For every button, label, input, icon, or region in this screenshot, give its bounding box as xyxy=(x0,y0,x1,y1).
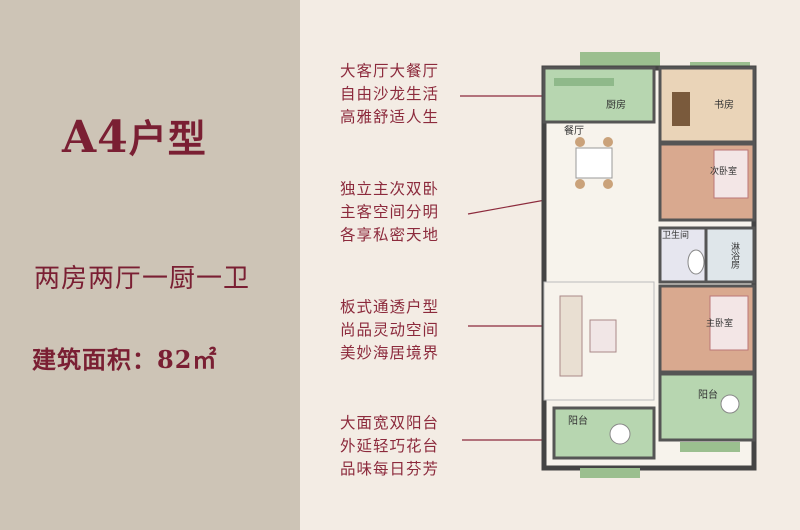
bed-icon xyxy=(713,149,749,199)
feature-line: 各享私密天地 xyxy=(340,226,440,244)
shower-room xyxy=(704,226,756,284)
room-label-bathroom: 卫生间 xyxy=(662,229,689,241)
feature-line: 主客空间分明 xyxy=(340,203,440,221)
room-label-balcony-right: 阳台 xyxy=(698,388,718,401)
feature-line: 板式通透户型 xyxy=(340,298,440,316)
toilet-icon xyxy=(687,249,705,275)
planter-bottom-left xyxy=(580,468,640,478)
dining-table-icon xyxy=(575,147,613,179)
chair-icon xyxy=(575,137,585,147)
feature-line: 外延轻巧花台 xyxy=(340,437,440,455)
chair-icon xyxy=(603,179,613,189)
feature-layout: 板式通透户型 尚品灵动空间 美妙海居境界 xyxy=(340,296,439,365)
feature-line: 美妙海居境界 xyxy=(340,344,440,362)
feature-line: 高雅舒适人生 xyxy=(340,108,440,126)
room-label-dining: 餐厅 xyxy=(564,124,584,137)
chair-icon xyxy=(575,179,585,189)
study-desk-icon xyxy=(672,92,690,126)
feature-line: 大面宽双阳台 xyxy=(340,414,440,432)
feature-line: 尚品灵动空间 xyxy=(340,321,440,339)
feature-line: 独立主次双卧 xyxy=(340,180,440,198)
feature-bedrooms: 独立主次双卧 主客空间分明 各享私密天地 xyxy=(340,178,439,247)
bed-icon xyxy=(709,295,749,351)
layout-description: 两房两厅一厨一卫 xyxy=(34,264,251,294)
round-table-icon xyxy=(609,423,631,445)
info-panel: A4户型 两房两厅一厨一卫 建筑面积：82㎡ xyxy=(0,0,300,530)
room-label-master-bedroom: 主卧室 xyxy=(706,317,733,329)
sofa-icon xyxy=(559,295,583,377)
coffee-table-icon xyxy=(589,319,617,353)
room-label-shower: 淋浴房 xyxy=(729,241,740,270)
floor-plan-drawing: 厨房 书房 餐厅 次卧室 卫生间 淋浴房 主卧室 阳台 阳台 xyxy=(541,52,757,478)
room-label-study: 书房 xyxy=(714,98,734,111)
planter-bottom-right xyxy=(680,442,740,452)
feature-balconies: 大面宽双阳台 外延轻巧花台 品味每日芬芳 xyxy=(340,412,439,481)
building-area: 建筑面积：82㎡ xyxy=(32,345,218,374)
chair-icon xyxy=(603,137,613,147)
left-balcony-room xyxy=(552,406,656,460)
right-balcony-room xyxy=(658,372,756,442)
kitchen-room xyxy=(542,66,656,124)
unit-code: A4 xyxy=(62,112,129,163)
planter-top-left xyxy=(580,52,660,66)
feature-living-dining: 大客厅大餐厅 自由沙龙生活 高雅舒适人生 xyxy=(340,60,439,129)
room-label-second-bedroom: 次卧室 xyxy=(710,165,737,177)
feature-line: 大客厅大餐厅 xyxy=(340,62,440,80)
unit-type-title: A4户型 xyxy=(62,108,207,163)
room-label-balcony-left: 阳台 xyxy=(568,414,588,427)
feature-line: 品味每日芬芳 xyxy=(340,460,440,478)
feature-line: 自由沙龙生活 xyxy=(340,85,440,103)
unit-type-suffix: 户型 xyxy=(128,116,207,161)
room-label-kitchen: 厨房 xyxy=(606,98,626,111)
kitchen-counter xyxy=(554,78,614,86)
round-table-icon xyxy=(720,394,740,414)
